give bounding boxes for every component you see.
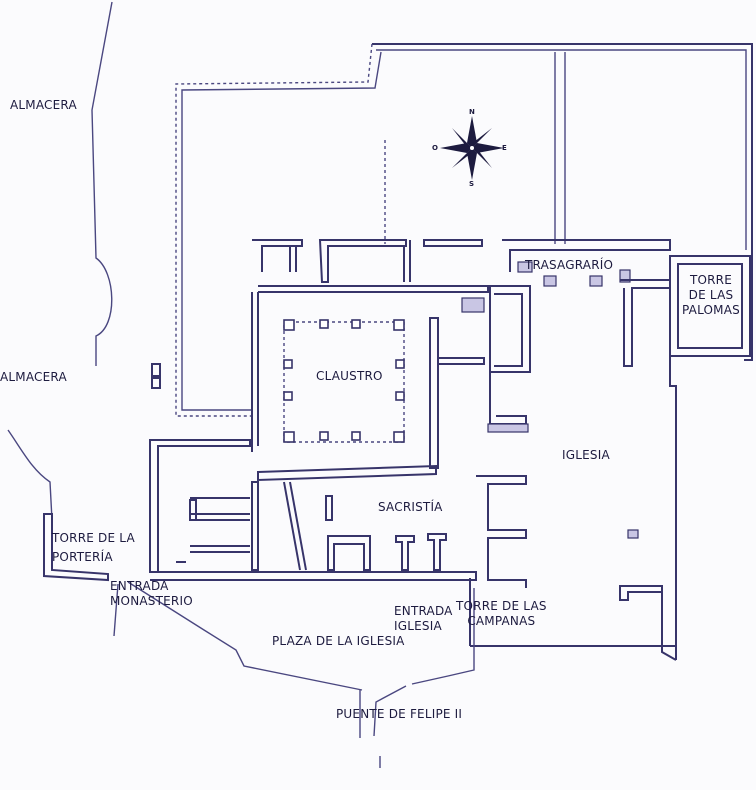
almacera-boundary [7, 1, 113, 521]
label-iglesia: IGLESIA [562, 448, 610, 462]
compass-rose-icon: N S E O [432, 108, 510, 188]
label-trasagrario: TRASAGRARÍO [525, 258, 614, 272]
torre-palomas [669, 255, 751, 357]
label-entrada-iglesia: ENTRADA IGLESIA [394, 604, 453, 633]
south-perimeter [43, 513, 477, 768]
compass-rose-drawing [440, 116, 504, 180]
outer-boundary [175, 43, 753, 417]
label-sacristia: SACRISTÍA [378, 500, 443, 514]
label-entrada-monasterio: ENTRADA MONASTERIO [110, 579, 193, 608]
label-torre-porteria: TORRE DE LA PORTERÍA [52, 531, 135, 564]
label-almacera-left: ALMACERA [0, 370, 67, 384]
label-claustro: CLAUSTRO [316, 369, 383, 383]
left-rooms [149, 439, 251, 573]
sacristia-block [251, 464, 447, 571]
church-block [469, 239, 677, 661]
label-almacera-top: ALMACERA [10, 98, 77, 112]
compass-east-label: E [502, 144, 507, 152]
compass-south-label: S [469, 180, 475, 188]
label-torre-campanas: TORRE DE LAS CAMPANAS [456, 599, 547, 628]
label-plaza-iglesia: PLAZA DE LA IGLESIA [272, 634, 405, 648]
label-torre-palomas: TORRE DE LAS PALOMAS [682, 273, 740, 317]
west-windows [151, 363, 161, 389]
cloister-block [251, 239, 489, 469]
compass-north-label: N [469, 108, 475, 116]
compass-west-label: O [432, 144, 438, 152]
label-puente-felipe: PUENTE DE FELIPE II [336, 707, 463, 721]
